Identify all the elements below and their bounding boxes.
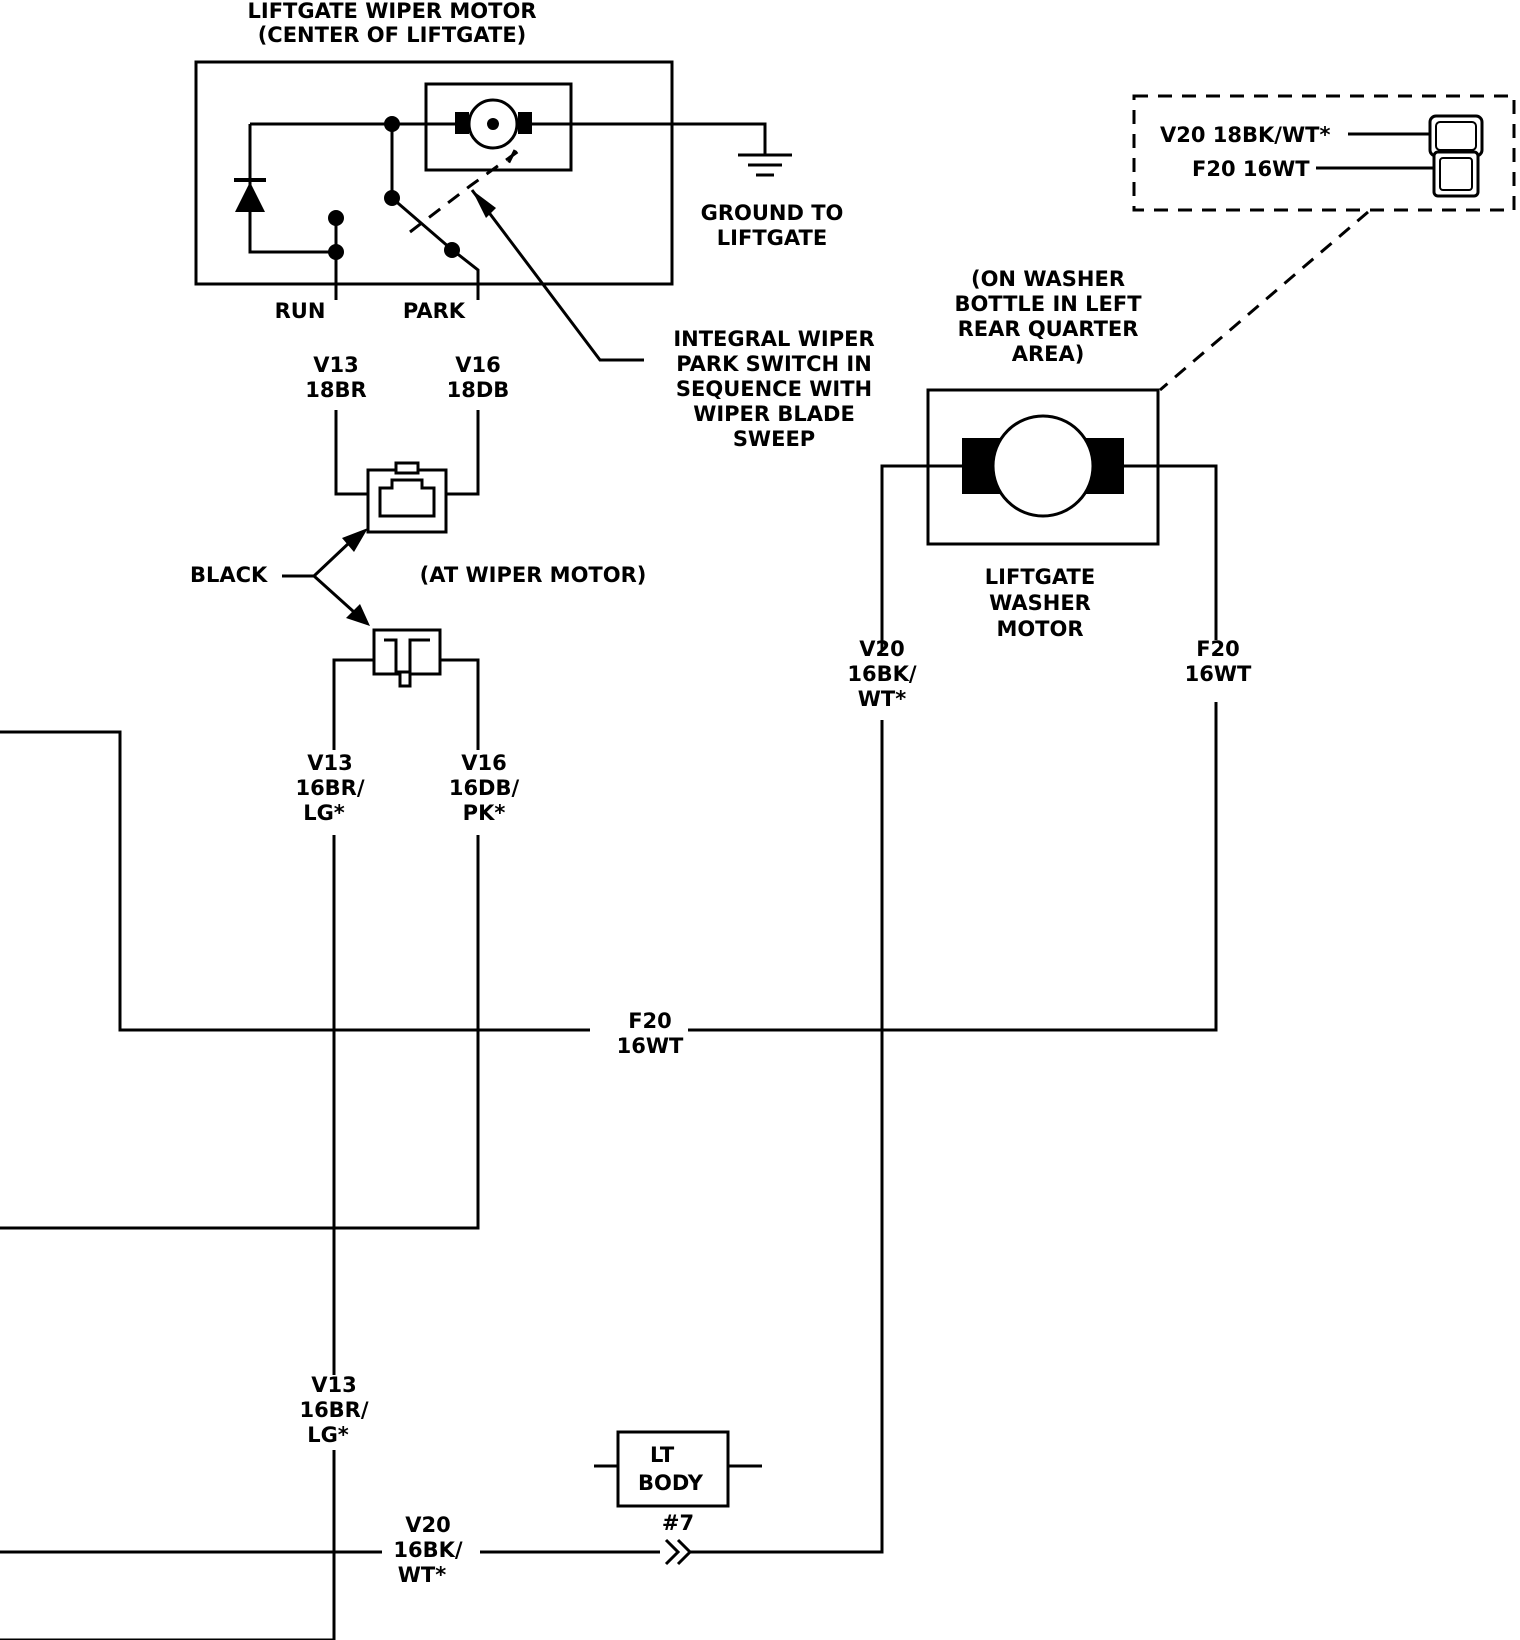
v16-mid-id: V16: [461, 751, 506, 775]
park-switch-note-line3: SEQUENCE WITH: [676, 377, 872, 401]
v16-mid-gauge: 16DB/: [449, 776, 520, 800]
washer-motor-icon: [962, 414, 1124, 518]
splice-lt-body: LT BODY #7: [594, 1430, 762, 1566]
f20-horizontal-id: F20: [628, 1009, 672, 1033]
connector-icon-lower: [372, 628, 442, 688]
f20-horizontal-gauge: 16WT: [617, 1034, 684, 1058]
washer-location-line1: (ON WASHER: [971, 267, 1125, 291]
v20-left-id: V20: [859, 637, 904, 661]
washer-location-line3: REAR QUARTER: [958, 317, 1139, 341]
v13-low-id: V13: [311, 1373, 356, 1397]
park-terminal-label: PARK: [403, 299, 466, 323]
v20-bottom-gauge: 16BK/: [393, 1538, 463, 1562]
washer-location-line2: BOTTLE IN LEFT: [954, 292, 1142, 316]
diode-icon: [234, 178, 266, 212]
f20-right-gauge: 16WT: [1185, 662, 1252, 686]
ground-icon: [738, 153, 792, 177]
v13-low-gauge: 16BR/: [299, 1398, 368, 1422]
splice-line1: LT: [650, 1443, 675, 1467]
motor-icon: [455, 98, 532, 150]
v16-upper-gauge: 18DB: [447, 378, 510, 402]
ground-label-line2: LIFTGATE: [717, 226, 827, 250]
inset-pin1-label: V20 18BK/WT*: [1160, 123, 1330, 147]
wiper-motor-title: LIFTGATE WIPER MOTOR: [248, 0, 537, 23]
inset-connector-view: V20 18BK/WT* F20 16WT: [1132, 94, 1516, 392]
splice-number: #7: [662, 1511, 694, 1535]
washer-motor-assembly: [880, 388, 1218, 650]
wiper-motor-location: (CENTER OF LIFTGATE): [258, 23, 527, 47]
inline-connector-icon: [664, 1538, 693, 1566]
v20-left-tracer: WT*: [858, 687, 906, 711]
connector-icon-upper: [366, 461, 448, 534]
v20-bottom-tracer: WT*: [398, 1563, 446, 1587]
washer-name-line2: WASHER: [989, 591, 1091, 615]
v13-mid-id: V13: [307, 751, 352, 775]
run-terminal-label: RUN: [275, 299, 326, 323]
connector-location-label: (AT WIPER MOTOR): [420, 563, 647, 587]
park-switch-callout: INTEGRAL WIPER PARK SWITCH IN SEQUENCE W…: [470, 189, 875, 451]
v20-left-gauge: 16BK/: [847, 662, 917, 686]
f20-right-id: F20: [1196, 637, 1240, 661]
inset-pin2-label: F20 16WT: [1192, 157, 1310, 181]
v16-mid-tracer: PK*: [463, 801, 506, 825]
park-switch-note-line5: SWEEP: [733, 427, 815, 451]
inset-connector-icon: [1428, 114, 1484, 198]
washer-name-line1: LIFTGATE: [985, 565, 1095, 589]
v13-upper-id: V13: [313, 353, 358, 377]
v13-low-tracer: LG*: [307, 1423, 349, 1447]
v13-upper-gauge: 18BR: [305, 378, 366, 402]
v16-upper-id: V16: [455, 353, 500, 377]
ground-label-line1: GROUND TO: [701, 201, 844, 225]
park-switch-note-line4: WIPER BLADE: [693, 402, 855, 426]
washer-location-line4: AREA): [1012, 342, 1085, 366]
v13-mid-gauge: 16BR/: [295, 776, 364, 800]
washer-name-line3: MOTOR: [996, 617, 1083, 641]
splice-line2: BODY: [638, 1471, 704, 1495]
park-switch-note-line1: INTEGRAL WIPER: [673, 327, 874, 351]
v20-bottom-id: V20: [405, 1513, 450, 1537]
connector-callout-arrows: [282, 528, 370, 626]
park-switch-note-line2: PARK SWITCH IN: [676, 352, 872, 376]
v13-mid-tracer: LG*: [303, 801, 345, 825]
connector-color-label: BLACK: [190, 563, 268, 587]
wiper-motor-assembly: LIFTGATE WIPER MOTOR (CENTER OF LIFTGATE…: [194, 0, 767, 300]
